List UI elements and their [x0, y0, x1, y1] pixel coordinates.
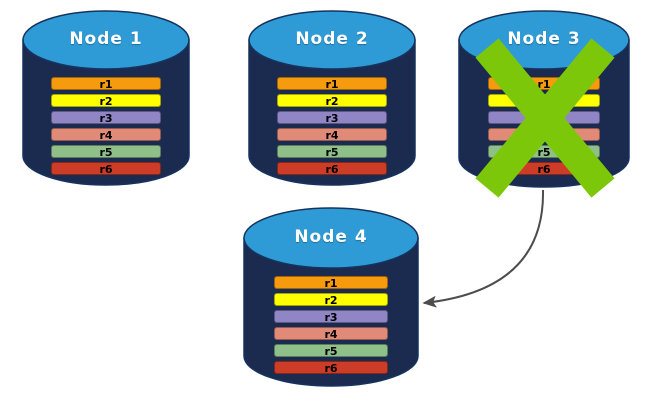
- node-1-top-disc: [22, 10, 190, 70]
- node-4-rows: r1 r2 r3 r4 r5 r6: [243, 276, 419, 375]
- node-3-rows: r1 r2 r3 r4 r5 r6: [458, 77, 630, 176]
- node-2-row-r1[interactable]: r1: [277, 77, 387, 91]
- node-1-row-r3[interactable]: r3: [51, 111, 161, 125]
- node-2-top-disc: [248, 10, 416, 70]
- node-4-row-r3[interactable]: r3: [274, 310, 388, 324]
- node-1-row-r6[interactable]: r6: [51, 162, 161, 176]
- node-4-row-r4[interactable]: r4: [274, 327, 388, 341]
- node-2-row-r6[interactable]: r6: [277, 162, 387, 176]
- node-2-row-r2[interactable]: r2: [277, 94, 387, 108]
- node-3-row-r6[interactable]: r6: [488, 162, 600, 176]
- node-1-row-r1[interactable]: r1: [51, 77, 161, 91]
- node-3-row-r1[interactable]: r1: [488, 77, 600, 91]
- node-3-row-r5[interactable]: r5: [488, 145, 600, 159]
- node-4-row-r6[interactable]: r6: [274, 361, 388, 375]
- node-1-row-r2[interactable]: r2: [51, 94, 161, 108]
- node-4-row-r5[interactable]: r5: [274, 344, 388, 358]
- node-3-row-r3[interactable]: r3: [488, 111, 600, 125]
- node-4-row-r1[interactable]: r1: [274, 276, 388, 290]
- node-2-row-r5[interactable]: r5: [277, 145, 387, 159]
- node-4-row-r2[interactable]: r2: [274, 293, 388, 307]
- node-3-row-r2[interactable]: r2: [488, 94, 600, 108]
- node-3-top-disc: [458, 10, 630, 70]
- node-1-row-r5[interactable]: r5: [51, 145, 161, 159]
- node-4-top-disc: [243, 207, 419, 269]
- node-2-row-r3[interactable]: r3: [277, 111, 387, 125]
- node-1-row-r4[interactable]: r4: [51, 128, 161, 142]
- node-1-rows: r1 r2 r3 r4 r5 r6: [22, 77, 190, 176]
- node-2-rows: r1 r2 r3 r4 r5 r6: [248, 77, 416, 176]
- node-3-row-r4[interactable]: r4: [488, 128, 600, 142]
- node-2-row-r4[interactable]: r4: [277, 128, 387, 142]
